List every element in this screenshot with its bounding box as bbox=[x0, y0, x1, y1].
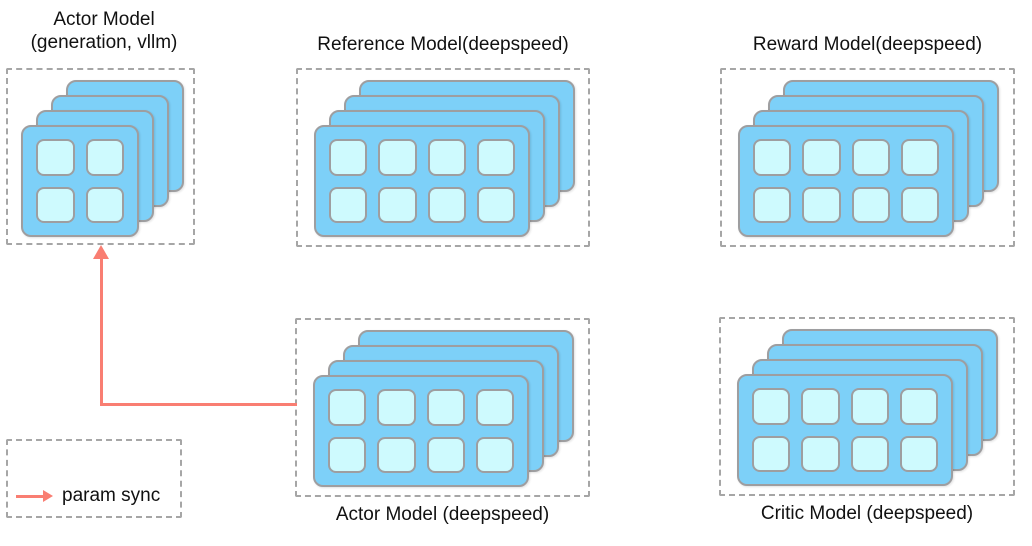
reference-gpu-stack bbox=[298, 70, 588, 245]
gpu-tile bbox=[850, 435, 889, 472]
gpu-tile bbox=[899, 435, 938, 472]
gpu-tile bbox=[377, 436, 416, 473]
actor-vllm-box bbox=[6, 68, 195, 245]
gpu-tile bbox=[850, 388, 889, 425]
gpu-tile bbox=[899, 388, 938, 425]
gpu-tile bbox=[753, 139, 792, 176]
gpu-tile bbox=[802, 139, 841, 176]
gpu-tile bbox=[36, 139, 75, 176]
gpu-tile bbox=[475, 436, 514, 473]
gpu-tile bbox=[378, 139, 417, 176]
gpu-tile bbox=[329, 186, 368, 223]
gpu-tile bbox=[85, 186, 124, 223]
gpu-card-front bbox=[737, 374, 953, 486]
gpu-tile bbox=[900, 139, 939, 176]
gpu-tile bbox=[752, 388, 791, 425]
gpu-card-front bbox=[738, 125, 954, 237]
gpu-tile bbox=[378, 186, 417, 223]
actor-vllm-title-line2: (generation, vllm) bbox=[30, 32, 178, 53]
gpu-tile bbox=[753, 186, 792, 223]
gpu-tile bbox=[36, 186, 75, 223]
gpu-tile bbox=[85, 139, 124, 176]
gpu-tile bbox=[427, 186, 466, 223]
param-sync-arrow-horizontal bbox=[100, 403, 297, 406]
gpu-tile bbox=[801, 435, 840, 472]
legend-row: param sync bbox=[16, 485, 160, 507]
critic-model-box bbox=[719, 317, 1015, 496]
gpu-tile bbox=[801, 388, 840, 425]
gpu-tile bbox=[475, 389, 514, 426]
gpu-tile bbox=[802, 186, 841, 223]
gpu-tile bbox=[900, 186, 939, 223]
critic-model-title: Critic Model (deepspeed) bbox=[760, 503, 974, 524]
reward-model-title: Reward Model(deepspeed) bbox=[752, 34, 983, 55]
gpu-tile bbox=[476, 186, 515, 223]
reference-model-title: Reference Model(deepspeed) bbox=[317, 34, 569, 55]
legend-label: param sync bbox=[62, 485, 161, 506]
param-sync-arrow-vertical bbox=[100, 258, 103, 406]
reward-gpu-stack bbox=[722, 70, 1013, 245]
critic-gpu-stack bbox=[721, 319, 1013, 494]
gpu-tile bbox=[426, 436, 465, 473]
actor-vllm-gpu-stack bbox=[8, 70, 193, 243]
arrow-right-icon bbox=[16, 490, 53, 502]
actor-vllm-title: Actor Model (generation, vllm) bbox=[2, 8, 206, 54]
gpu-tile bbox=[328, 389, 367, 426]
actor-deepspeed-box bbox=[295, 318, 590, 497]
gpu-tile bbox=[427, 139, 466, 176]
gpu-card-front bbox=[313, 375, 529, 487]
gpu-tile bbox=[752, 435, 791, 472]
gpu-tile bbox=[851, 139, 890, 176]
actor-deepspeed-gpu-stack bbox=[297, 320, 588, 495]
reward-model-box bbox=[720, 68, 1015, 247]
reference-model-box bbox=[296, 68, 590, 247]
actor-deepspeed-title: Actor Model (deepspeed) bbox=[335, 504, 550, 525]
legend-box: param sync bbox=[6, 439, 182, 518]
gpu-card-front bbox=[314, 125, 530, 237]
param-sync-arrowhead-icon bbox=[93, 245, 109, 259]
gpu-tile bbox=[377, 389, 416, 426]
gpu-tile bbox=[426, 389, 465, 426]
gpu-tile bbox=[328, 436, 367, 473]
gpu-tile bbox=[851, 186, 890, 223]
gpu-tile bbox=[476, 139, 515, 176]
gpu-tile bbox=[329, 139, 368, 176]
actor-vllm-title-line1: Actor Model bbox=[53, 9, 155, 30]
gpu-card-front bbox=[21, 125, 139, 237]
